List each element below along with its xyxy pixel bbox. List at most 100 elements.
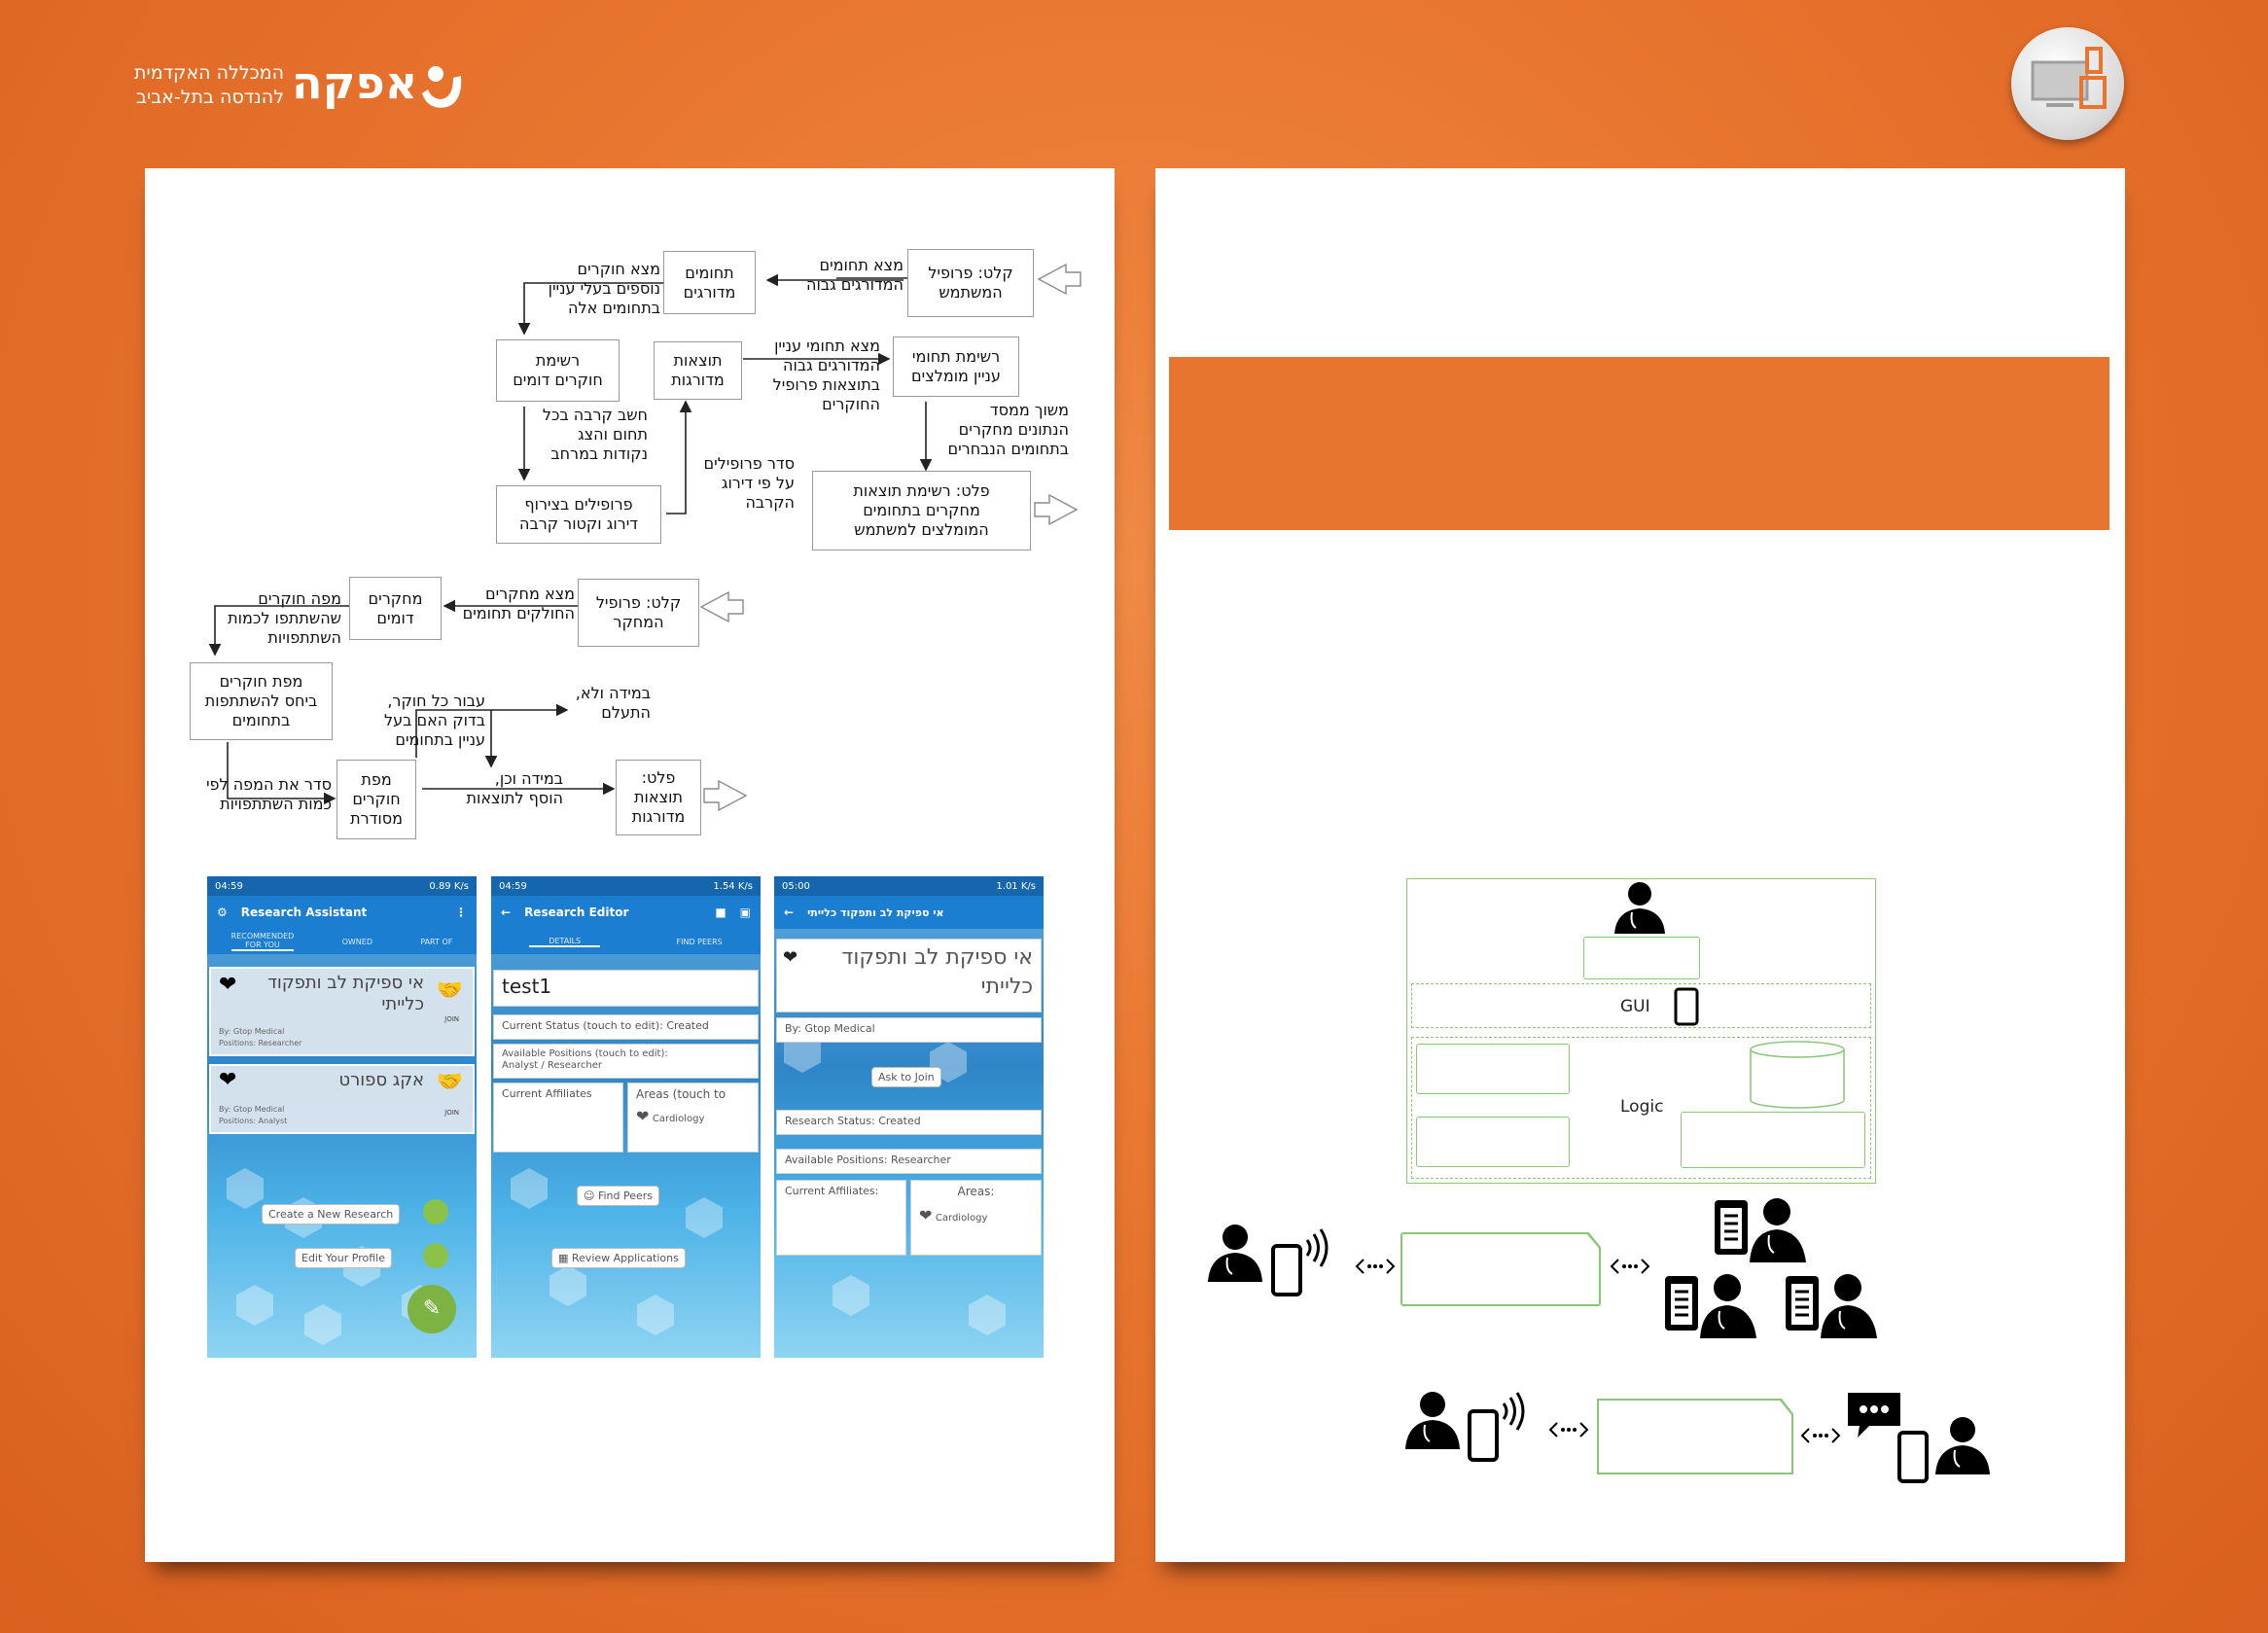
afeka-logo: אפקה המכללה האקדמית להנדסה בתל-אביב <box>134 56 467 124</box>
flow1-ranked-results-box: תוצאות מדורגות <box>654 341 742 400</box>
heart-icon: ❤ <box>636 1107 650 1125</box>
flow2-map-box: מפת חוקרים ביחס להשתתפות בתחומים <box>190 662 333 740</box>
phone-icon <box>1674 987 1699 1026</box>
flow2-input-box: קלט: פרופיל המחקר <box>578 579 699 647</box>
heart-icon: ❤ <box>783 947 798 968</box>
handshake-icon[interactable]: 🤝 <box>436 1070 463 1094</box>
card-positions: Positions: Analyst <box>219 1117 288 1125</box>
flow1-find-interest-label: מצא תחומי עניין המדורגים גבוה בתוצאות פר… <box>772 337 880 413</box>
bidirectional-arrow-icon <box>1610 1259 1650 1274</box>
research-name-input[interactable]: test1 <box>493 970 759 1007</box>
gui-layer <box>1411 983 1871 1028</box>
flow1-weight-label: משוך ממסד הנתונים מחקרים בתחומים הנבחרים <box>947 401 1069 458</box>
peers-icon: ☺ <box>584 1189 598 1202</box>
join-button[interactable]: JOIN <box>444 1109 459 1117</box>
flow2-find-researches-label: מצא מחקרים החולקים תחומים <box>462 585 575 622</box>
applications-icon: ▦ <box>558 1252 572 1264</box>
handshake-icon[interactable]: 🤝 <box>436 978 463 1003</box>
heart-icon: ❤ <box>219 973 237 997</box>
signal-icon <box>1305 1228 1329 1267</box>
monitor-phone-icon <box>2011 27 2124 140</box>
edit-profile-fab[interactable] <box>423 1243 448 1268</box>
tab-find-peers[interactable]: FIND PEERS <box>676 937 723 946</box>
card-positions: Positions: Researcher <box>219 1039 302 1047</box>
positions-field[interactable]: Available Positions (touch to edit): Ana… <box>493 1044 759 1079</box>
flow2-each-label: עבור כל חוקר, בדוק האם בעל עניין בתחומים <box>384 692 485 749</box>
find-peers-button[interactable]: ☺ Find Peers <box>577 1186 660 1206</box>
tab-part-of[interactable]: PART OF <box>420 937 453 946</box>
status-field[interactable]: Current Status (touch to edit): Created <box>493 1014 759 1040</box>
flow1-ranked-fields-box: תחומים מדורגים <box>663 251 756 314</box>
card-title: אי ספיקת לב ותפקוד כלייתי <box>267 973 424 1014</box>
review-applications-button[interactable]: ▦ Review Applications <box>551 1248 686 1268</box>
card-author: By: Gtop Medical <box>219 1027 285 1036</box>
person-icon <box>1208 1225 1262 1282</box>
person-icon <box>1614 882 1665 934</box>
back-arrow-icon[interactable]: ← <box>784 905 795 919</box>
left-panel: קלט: פרופיל המשתמש מצא תחומים המדורגים ג… <box>145 168 1115 1562</box>
edit-profile-button[interactable]: Edit Your Profile <box>295 1248 392 1268</box>
logic-box-1 <box>1416 1044 1570 1094</box>
flow1-output-box: פלט: רשימת תוצאות מחקרים בתחומים המומלצי… <box>812 471 1031 550</box>
research-title: ❤ אי ספיקת לב ותפקוד כלייתי <box>776 939 1042 1012</box>
status-field: Research Status: Created <box>776 1110 1042 1135</box>
logo-word: אפקה <box>292 56 418 109</box>
logic-box-2 <box>1416 1117 1570 1167</box>
positions-field: Available Positions: Researcher <box>776 1149 1042 1174</box>
logic-box-3 <box>1681 1112 1865 1168</box>
phone-icon <box>1468 1409 1499 1462</box>
flow1-recommended-list-box: רשימת תחומי עניין מומלצים <box>893 337 1019 397</box>
pencil-fab-icon[interactable]: ✎ <box>408 1285 456 1333</box>
flow1-profiles-box: פרופילים בצירוף דירוג וקטור קרבה <box>496 485 661 544</box>
phone-icon <box>1897 1431 1929 1483</box>
flow1-similar-list-box: רשימת חוקרים דומים <box>496 339 620 402</box>
tab-recommended[interactable]: RECOMMENDED FOR YOU <box>230 932 295 951</box>
back-arrow-icon[interactable]: ← <box>501 905 512 919</box>
bidirectional-arrow-icon <box>1355 1259 1396 1274</box>
author-field: By: Gtop Medical <box>776 1017 1042 1043</box>
areas-field[interactable]: Areas (touch to ❤ Cardiology <box>627 1083 759 1153</box>
tab-owned[interactable]: OWNED <box>341 937 372 946</box>
flow1-input-box: קלט: פרופיל המשתמש <box>907 249 1034 317</box>
create-research-fab[interactable] <box>423 1199 448 1225</box>
flow2-similar-box: מחקרים דומים <box>349 577 442 640</box>
affiliates-field: Current Affiliates: <box>776 1180 906 1256</box>
flow1-find-researchers-label: מצא חוקרים נוספים בעלי עניין בתחומים אלה <box>548 260 660 317</box>
flow2-output-box: פלט: תוצאות מדורגות <box>616 760 701 835</box>
overflow-menu-icon[interactable]: ⋮ <box>455 905 467 919</box>
heart-icon: ❤ <box>919 1206 933 1225</box>
tab-details[interactable]: DETAILS <box>529 937 601 947</box>
database-icon <box>1750 1041 1845 1109</box>
flow2-yes-label: במידה וכן, הוסף לתוצאות <box>466 769 563 807</box>
clipboard-doctor-icon <box>1786 1274 1877 1338</box>
app-title: אי ספיקת לב ותפקוד כלייתי <box>807 905 944 919</box>
flow2-sorted-map-box: מפת חוקרים מסודרת <box>337 760 416 839</box>
right-panel: GUI Logic <box>1155 168 2125 1562</box>
join-button[interactable]: JOIN <box>444 1015 459 1023</box>
card-title: אקג ספורט <box>338 1070 424 1090</box>
bidirectional-arrow-icon <box>1800 1428 1841 1443</box>
flow1-find-fields-label: מצא תחומים המדורגים גבוה <box>806 256 904 294</box>
save-icon[interactable]: ▣ <box>739 905 751 919</box>
trash-icon[interactable]: ■ <box>715 905 726 919</box>
logo-mark-icon <box>422 66 462 108</box>
flow1-sort-label: סדר פרופילים על פי דירוג הקרבה <box>703 454 795 512</box>
research-card-2[interactable]: ❤ אקג ספורט By: Gtop Medical Positions: … <box>209 1064 475 1134</box>
ask-to-join-button[interactable]: Ask to Join <box>871 1067 941 1087</box>
person-icon <box>1935 1417 1990 1474</box>
settings-gear-icon[interactable]: ⚙ <box>217 905 228 919</box>
affiliates-field[interactable]: Current Affiliates <box>493 1083 623 1153</box>
person-icon <box>1405 1392 1460 1449</box>
bidirectional-arrow-icon <box>1548 1422 1589 1438</box>
research-card-1[interactable]: ❤ אי ספיקת לב ותפקוד כלייתי By: Gtop Med… <box>209 967 475 1056</box>
gui-label: GUI <box>1620 997 1650 1016</box>
create-research-button[interactable]: Create a New Research <box>262 1204 401 1225</box>
logic-label: Logic <box>1620 1097 1664 1117</box>
logo-line2: להנדסה בתל-אביב <box>135 87 284 108</box>
app-title: Research Assistant <box>240 905 368 919</box>
